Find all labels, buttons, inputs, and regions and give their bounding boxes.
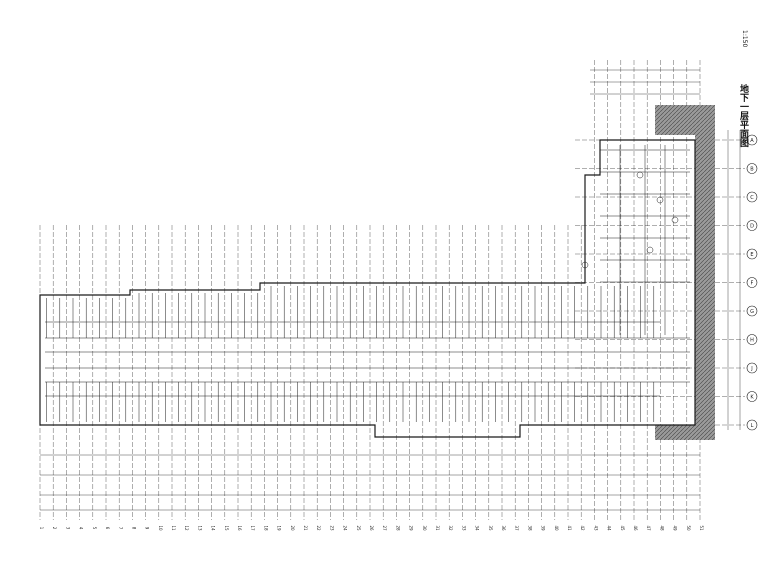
axis-bubble-right	[746, 134, 758, 146]
axis-bubble-right	[746, 163, 758, 174]
axis-label-top: 47	[646, 525, 651, 531]
axis-label-top: 35	[488, 525, 493, 531]
axis-label-top: 51	[699, 525, 704, 531]
room-partitions	[45, 145, 690, 422]
axis-label-top: 9	[145, 527, 150, 530]
axis-label-right: L	[751, 423, 754, 429]
axis-label-top: 17	[250, 525, 255, 531]
axis-label-right: E	[750, 252, 753, 258]
axis-label-right: D	[750, 224, 754, 230]
axis-label-top: 32	[448, 525, 453, 531]
fixture-symbol	[656, 196, 664, 204]
axis-label-top: 20	[290, 525, 295, 531]
axis-label-top: 12	[184, 525, 189, 531]
axis-bubble-right	[746, 334, 758, 345]
axis-bubble-right	[746, 277, 758, 288]
outer-wall	[39, 139, 696, 438]
axis-label-right: B	[750, 167, 754, 173]
axis-label-top: 48	[659, 525, 664, 531]
axis-label-top: 6	[105, 527, 110, 530]
fixture-symbol	[636, 171, 644, 179]
axis-bubble-right	[746, 305, 758, 317]
axis-label-top: 45	[620, 525, 625, 531]
axis-label-right: A	[750, 138, 754, 144]
fixture-symbol	[581, 261, 589, 269]
axis-bubble-right	[746, 191, 758, 203]
dimension-lines	[40, 69, 741, 511]
axis-label-top: 14	[211, 525, 216, 531]
axis-label-top: 41	[567, 525, 572, 531]
axis-label-top: 1	[39, 527, 44, 530]
axis-label-right: J	[750, 366, 752, 372]
axis-label-top: 46	[633, 525, 638, 531]
axis-label-top: 2	[52, 527, 57, 530]
building-outline	[39, 105, 715, 440]
axis-label-top: 21	[303, 525, 308, 531]
axis-label-top: 31	[435, 525, 440, 531]
axis-label-top: 49	[673, 525, 678, 531]
axis-label-right: C	[750, 195, 754, 201]
axis-label-right: H	[750, 338, 754, 344]
axis-bubble-right	[746, 248, 758, 260]
axis-label-top: 16	[237, 525, 242, 531]
axis-label-top: 22	[316, 525, 321, 531]
axis-label-top: 44	[607, 525, 612, 531]
axis-label-top: 10	[158, 525, 163, 531]
axis-label-top: 28	[395, 525, 400, 531]
axis-bubble-right	[746, 220, 758, 231]
axis-label-top: 50	[686, 525, 691, 531]
axis-label-top: 25	[356, 525, 361, 531]
axis-label-top: 34	[475, 525, 480, 531]
axis-label-right: F	[751, 281, 754, 287]
axis-label-top: 4	[79, 527, 84, 530]
axis-label-top: 8	[131, 527, 136, 530]
fixture-symbol	[646, 246, 654, 254]
axis-label-top: 15	[224, 525, 229, 531]
retaining-wall-hatch	[655, 425, 700, 440]
axis-label-top: 37	[514, 525, 519, 531]
drawing-title: 地下一层平面图	[738, 84, 748, 147]
retaining-wall-hatch	[695, 105, 715, 440]
axis-label-top: 27	[382, 525, 387, 531]
axis-label-top: 42	[580, 525, 585, 531]
axis-label-top: 38	[527, 525, 532, 531]
axis-label-top: 40	[554, 525, 559, 531]
axis-label-top: 5	[92, 527, 97, 530]
axis-label-top: 18	[263, 525, 268, 531]
axis-label-top: 36	[501, 525, 506, 531]
axis-label-top: 13	[197, 525, 202, 531]
axis-label-top: 43	[593, 525, 598, 531]
axis-label-top: 26	[369, 525, 374, 531]
axis-label-top: 39	[541, 525, 546, 531]
axis-bubble-right	[746, 362, 758, 374]
axis-label-top: 3	[65, 527, 70, 530]
axis-label-top: 19	[277, 525, 282, 531]
axis-label-top: 24	[343, 525, 348, 531]
fixture-symbol	[671, 216, 679, 224]
axis-label-top: 29	[409, 525, 414, 531]
axis-bubble-right	[746, 391, 758, 402]
axis-label-right: K	[750, 395, 754, 401]
retaining-wall-hatch	[655, 105, 700, 135]
axis-grid-lines	[39, 60, 745, 520]
drawing-scale: 1:150	[741, 30, 748, 48]
axis-label-right: G	[750, 309, 754, 315]
axis-label-top: 7	[118, 527, 123, 530]
axis-label-top: 30	[422, 525, 427, 531]
axis-bubble-right	[746, 419, 758, 431]
axis-label-top: 11	[171, 525, 176, 531]
axis-label-top: 33	[461, 525, 466, 531]
axis-label-top: 23	[329, 525, 334, 531]
